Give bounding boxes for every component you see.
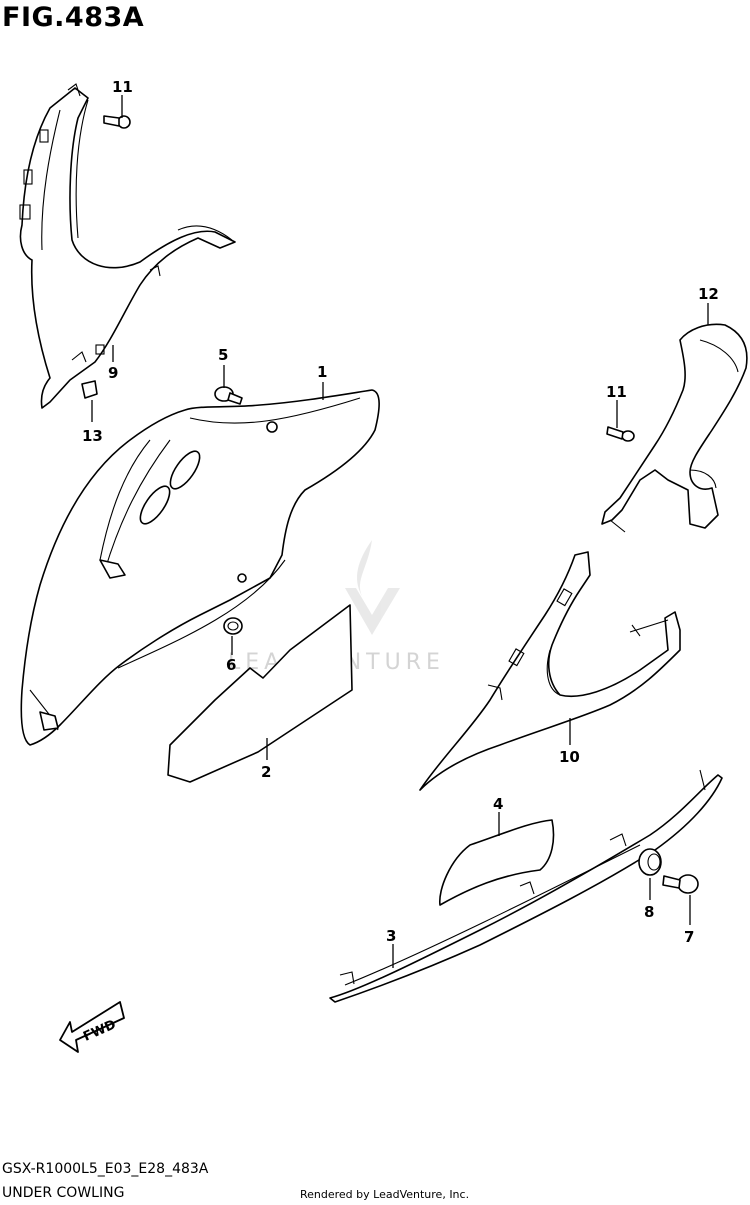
callout-12: 12 <box>698 285 719 303</box>
callout-6: 6 <box>226 656 236 674</box>
render-credit: Rendered by LeadVenture, Inc. <box>300 1188 470 1201</box>
fwd-arrow-icon: FWD <box>59 1001 125 1053</box>
part-5-bolt <box>214 386 243 405</box>
part-12-bracket <box>601 323 748 533</box>
figure-code: GSX-R1000L5_E03_E28_483A <box>2 1161 209 1177</box>
part-11-screw-left <box>103 115 131 129</box>
part-6-grommet <box>223 617 243 635</box>
leader-lines <box>91 95 709 968</box>
watermark-logo <box>345 540 400 635</box>
part-13-clip <box>81 380 98 399</box>
callout-8: 8 <box>644 903 654 921</box>
callout-1: 1 <box>317 363 327 381</box>
callout-3: 3 <box>386 927 396 945</box>
callout-10: 10 <box>559 748 580 766</box>
callout-9: 9 <box>108 364 118 382</box>
part-4-panel <box>439 819 555 906</box>
part-9-inner-panel <box>19 83 236 409</box>
part-2-heat-shield <box>167 604 353 783</box>
callout-2: 2 <box>261 763 271 781</box>
part-1-under-cowling <box>20 389 380 746</box>
callout-4: 4 <box>493 795 503 813</box>
callout-7: 7 <box>684 928 694 946</box>
callout-13: 13 <box>82 427 103 445</box>
part-8-grommet <box>638 848 662 876</box>
part-11-screw-right <box>606 426 635 442</box>
callout-5: 5 <box>218 346 228 364</box>
figure-title: FIG.483A <box>2 2 145 33</box>
figure-name: UNDER COWLING <box>2 1185 125 1201</box>
callout-labels: 1 2 3 4 5 6 7 8 9 10 11 11 12 13 <box>82 78 719 946</box>
callout-11-right: 11 <box>606 383 627 401</box>
part-10-side-cowling <box>419 551 681 791</box>
part-7-bolt <box>662 874 699 894</box>
part-3-lower-cover <box>329 769 723 1003</box>
callout-11-left: 11 <box>112 78 133 96</box>
